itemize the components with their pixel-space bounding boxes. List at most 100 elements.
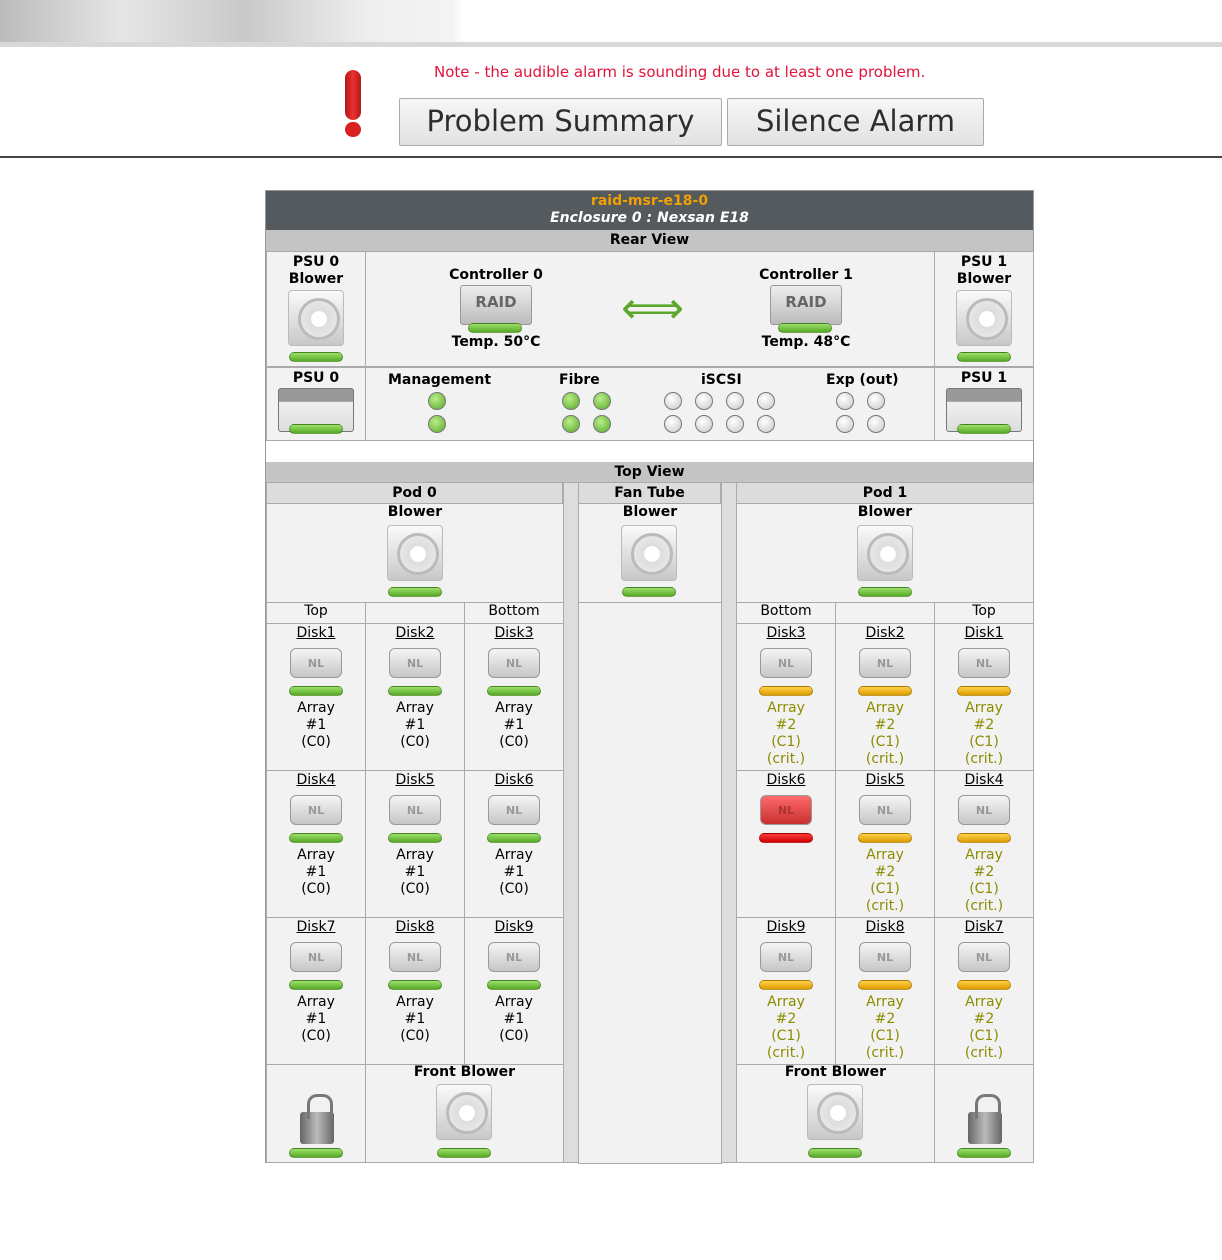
disk-icon[interactable]: NL <box>859 942 911 972</box>
disk-link[interactable]: Disk6 <box>766 772 806 788</box>
raid-controller0-icon[interactable]: RAID <box>460 285 532 325</box>
disk-icon[interactable]: NL <box>859 795 911 825</box>
disk-link[interactable]: Disk9 <box>766 919 806 935</box>
disk-link[interactable]: Disk8 <box>395 919 435 935</box>
disk-link[interactable]: Disk1 <box>296 625 336 641</box>
disk-array-info: Array#2(C1)(crit.) <box>836 700 934 768</box>
pod1-blower[interactable]: Blower <box>736 503 1034 603</box>
disk-icon[interactable]: NL <box>290 648 342 678</box>
disk-icon[interactable]: NL <box>760 795 812 825</box>
pod1-lock[interactable] <box>934 1063 1034 1163</box>
status-bar-ok <box>622 587 676 597</box>
disk-icon[interactable]: NL <box>488 942 540 972</box>
status-bar-ok <box>437 1148 491 1158</box>
disk-link[interactable]: Disk6 <box>494 772 534 788</box>
problem-summary-button[interactable]: Problem Summary <box>399 98 722 146</box>
disk-info-line: #2 <box>973 864 995 880</box>
disk-info-line: (C1) <box>969 881 999 897</box>
disk-info-line: Array <box>965 994 1003 1010</box>
raid-controller1-icon[interactable]: RAID <box>770 285 842 325</box>
pod0-blower[interactable]: Blower <box>266 503 564 603</box>
controllers: Controller 0 RAID Temp. 50°C ⟺ Controlle… <box>365 251 935 367</box>
disk-link[interactable]: Disk9 <box>494 919 534 935</box>
disk-link[interactable]: Disk7 <box>964 919 1004 935</box>
fan-tube[interactable]: Blower <box>578 503 722 1164</box>
disk-info-line: #2 <box>874 1011 896 1027</box>
disk-info-line: (crit.) <box>766 1045 806 1061</box>
disk-icon[interactable]: NL <box>958 795 1010 825</box>
disk-info-line: #1 <box>404 1011 426 1027</box>
port-led-inactive <box>664 415 682 433</box>
disk-icon[interactable]: NL <box>760 942 812 972</box>
pod1-front-blower[interactable]: Front Blower <box>736 1063 935 1163</box>
disk-icon[interactable]: NL <box>290 942 342 972</box>
disk-info-line: #2 <box>775 1011 797 1027</box>
psu0[interactable]: PSU 0 <box>266 367 366 441</box>
port-led-inactive <box>726 415 744 433</box>
disk-icon[interactable]: NL <box>389 795 441 825</box>
disk-link[interactable]: Disk5 <box>865 772 905 788</box>
header-banner <box>0 0 1222 42</box>
pod0-lock[interactable] <box>266 1063 366 1163</box>
disk-icon[interactable]: NL <box>958 648 1010 678</box>
disk-info-line: (C1) <box>870 881 900 897</box>
disk-info-line: (C1) <box>771 1028 801 1044</box>
pod0-front-blower[interactable]: Front Blower <box>365 1063 564 1163</box>
disk-link[interactable]: Disk4 <box>964 772 1004 788</box>
status-bar-ok <box>487 980 541 990</box>
management-label: Management <box>388 372 492 388</box>
psu1-label: PSU 1 <box>960 370 1008 386</box>
disk-link[interactable]: Disk4 <box>296 772 336 788</box>
psu1[interactable]: PSU 1 <box>934 367 1034 441</box>
port-led-inactive <box>757 392 775 410</box>
disk-array-info: Array#2(C1)(crit.) <box>737 994 835 1062</box>
disk-array-info: Array#2(C1)(crit.) <box>935 994 1033 1062</box>
fan-tube-heading: Fan Tube <box>578 482 721 504</box>
banner-divider <box>0 42 1222 47</box>
status-bar-ok <box>289 424 343 434</box>
disk-info-line: #1 <box>503 864 525 880</box>
disk-info-line: #1 <box>305 864 327 880</box>
disk-link[interactable]: Disk8 <box>865 919 905 935</box>
exp-out-label: Exp (out) <box>826 372 899 388</box>
disk-info-line: (C0) <box>400 881 430 897</box>
status-bar-warning <box>957 686 1011 696</box>
disk-icon[interactable]: NL <box>389 942 441 972</box>
silence-alarm-button[interactable]: Silence Alarm <box>727 98 984 146</box>
disk-info-line: (C1) <box>771 734 801 750</box>
disk-info-line: Array <box>495 700 533 716</box>
disk-link[interactable]: Disk2 <box>865 625 905 641</box>
disk-icon[interactable]: NL <box>389 648 441 678</box>
disk-icon[interactable]: NL <box>958 942 1010 972</box>
disk-info-line: (crit.) <box>964 1045 1004 1061</box>
disk-icon[interactable]: NL <box>290 795 342 825</box>
disk-info-line: (C0) <box>499 1028 529 1044</box>
disk-info-line: #1 <box>503 717 525 733</box>
disk-info-line: #1 <box>305 1011 327 1027</box>
disk-link[interactable]: Disk1 <box>964 625 1004 641</box>
disk-link[interactable]: Disk2 <box>395 625 435 641</box>
controller-link-arrow-icon: ⟺ <box>621 283 685 334</box>
disk-link[interactable]: Disk3 <box>494 625 534 641</box>
status-bar-ok <box>957 1148 1011 1158</box>
disk-link[interactable]: Disk7 <box>296 919 336 935</box>
disk-info-line: Array <box>297 700 335 716</box>
pod1-col-middle <box>835 602 935 624</box>
disk-link[interactable]: Disk3 <box>766 625 806 641</box>
disk-array-info: Array#2(C1)(crit.) <box>836 994 934 1062</box>
status-bar-ok <box>468 323 522 333</box>
disk-icon[interactable]: NL <box>859 648 911 678</box>
disk-icon[interactable]: NL <box>760 648 812 678</box>
disk-info-line: #2 <box>775 717 797 733</box>
disk-icon[interactable]: NL <box>488 795 540 825</box>
disk-array-info: Array#1(C0) <box>465 700 563 751</box>
disk-icon[interactable]: NL <box>488 648 540 678</box>
disk-link[interactable]: Disk5 <box>395 772 435 788</box>
